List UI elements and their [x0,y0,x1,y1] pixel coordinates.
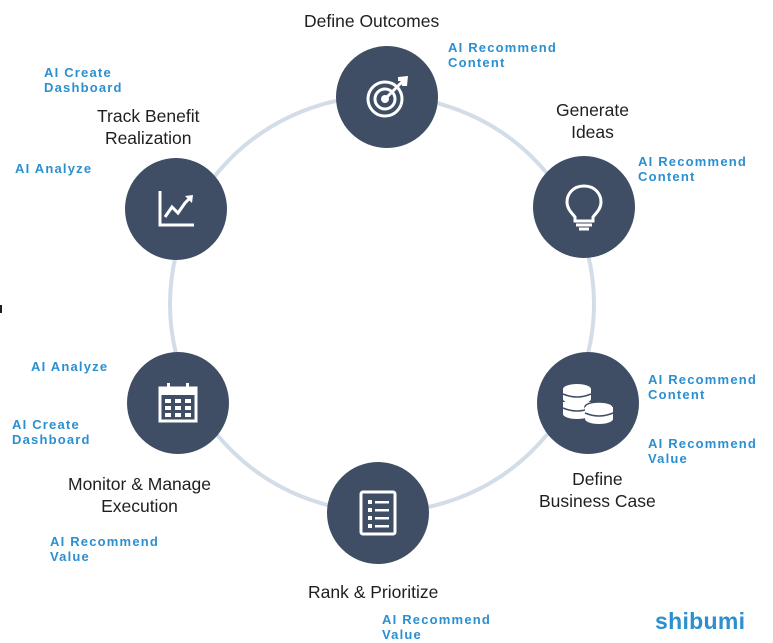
checklist-icon [359,490,397,536]
stage-label-generate-ideas: Generate Ideas [556,100,629,142]
coins-icon [562,384,614,424]
monitor-execution-node [127,352,229,454]
rank-prioritize-node [327,462,429,564]
stage-label-define-outcomes: Define Outcomes [304,11,440,31]
chart-trend-icon [158,191,194,227]
edge-mark [0,305,2,313]
lightbulb-icon [565,184,603,231]
target-icon [366,76,408,118]
track-benefit-node [125,158,227,260]
stage-label-rank-prioritize: Rank & Prioritize [308,582,439,602]
generate-ideas-node [533,156,635,258]
stage-label-define-business-case: Define Business Case [539,469,656,511]
stage-label-monitor-execution: Monitor & Manage Execution [68,474,211,516]
ai-tag-monitor-analyze: AI Analyze [31,359,109,374]
stage-label-track-benefit: Track Benefit Realization [97,106,200,148]
shibumi-logo: shibumi [655,608,746,634]
define-business-case-node [537,352,639,454]
calendar-icon [158,383,198,423]
define-outcomes-node [336,46,438,148]
ai-tag-track-analyze: AI Analyze [15,161,93,176]
